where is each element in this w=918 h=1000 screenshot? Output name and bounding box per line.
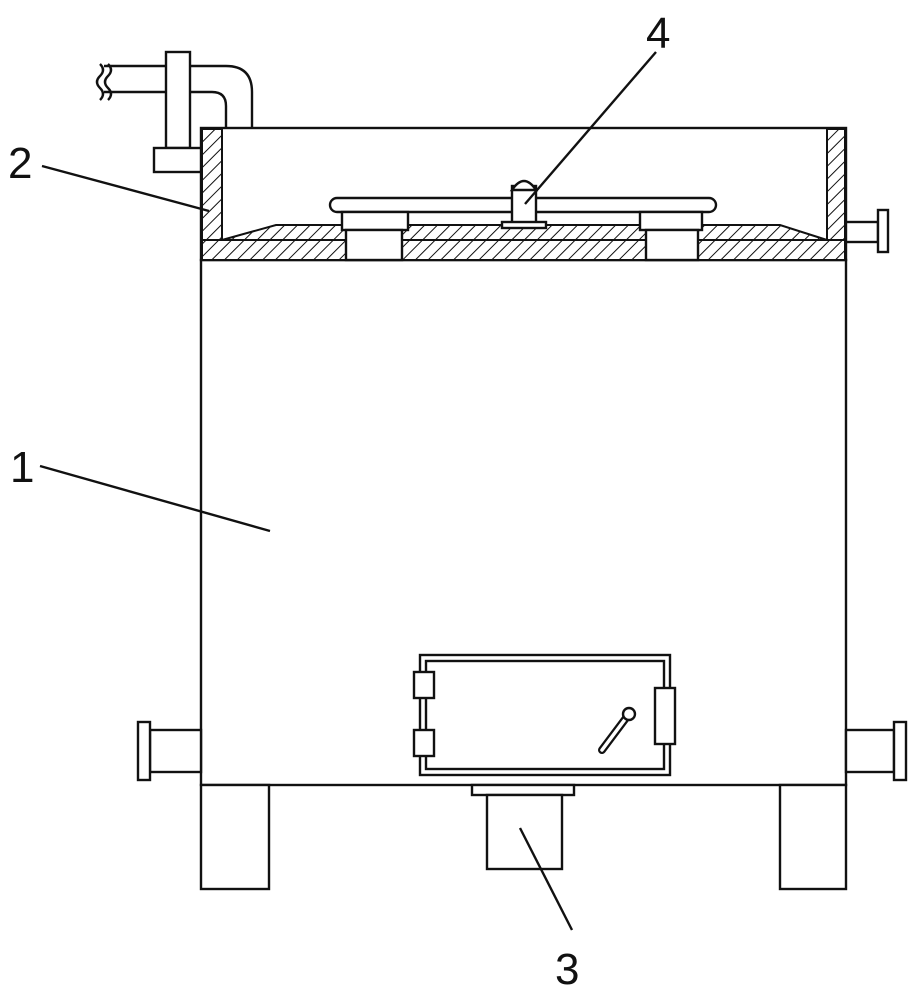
leader-line-1 <box>39 464 271 533</box>
left-leg <box>199 783 271 891</box>
leader-line-3 <box>518 827 574 931</box>
callout-1: 1 <box>10 443 34 492</box>
callout-4: 4 <box>646 9 670 58</box>
callout-2: 2 <box>8 139 32 188</box>
left-side-flange <box>136 720 203 782</box>
top-outlet-flange <box>844 208 890 254</box>
right-leg <box>778 783 848 891</box>
right-side-flange <box>844 720 908 782</box>
spray-assembly <box>328 179 718 262</box>
bottom-outlet <box>470 783 576 871</box>
leader-line-4 <box>524 51 657 205</box>
callout-3: 3 <box>555 945 579 994</box>
leader-line-2 <box>41 164 210 213</box>
access-door <box>412 653 677 777</box>
